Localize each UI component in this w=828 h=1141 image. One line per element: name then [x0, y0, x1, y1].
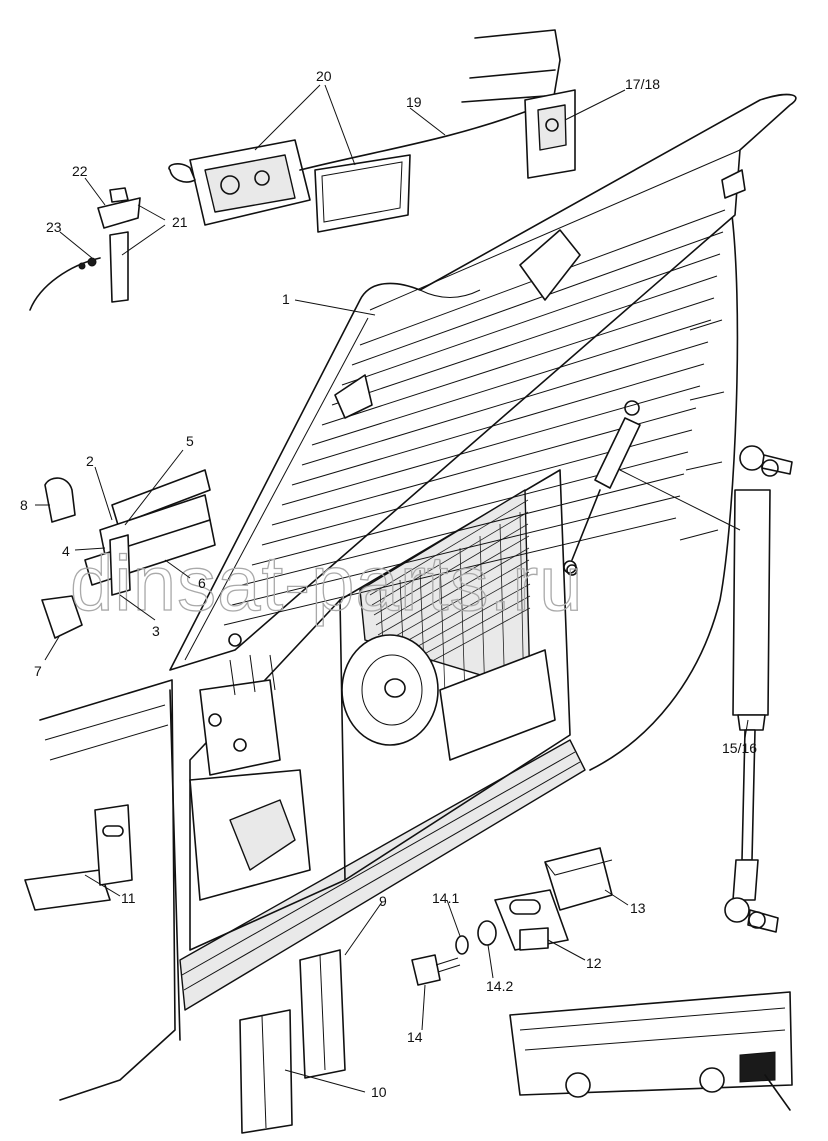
- callout-8: 8: [20, 497, 28, 513]
- callout-12: 12: [586, 955, 602, 971]
- callout-20: 20: [316, 68, 332, 84]
- release-cable: [299, 89, 576, 179]
- callout-labels: 1 2 3 4 5 6 7 8 9 10 11 12 13 14 14.1 14…: [20, 68, 757, 1100]
- callout-14-2: 14.2: [486, 978, 513, 994]
- callout-23: 23: [46, 219, 62, 235]
- cable-switch: [29, 187, 141, 311]
- callout-4: 4: [62, 543, 70, 559]
- bus-rear-body: [39, 29, 739, 1101]
- bus-overview-thumbnail: [509, 991, 793, 1111]
- radiator-mesh: [369, 499, 531, 703]
- callout-13: 13: [630, 900, 646, 916]
- leader-lines: [35, 84, 749, 1093]
- hinge-assembly: [41, 469, 216, 639]
- callout-14-1: 14.1: [432, 890, 459, 906]
- callout-5: 5: [186, 433, 194, 449]
- gas-strut-exploded: [724, 445, 793, 933]
- callout-22: 22: [72, 163, 88, 179]
- callout-10: 10: [371, 1084, 387, 1100]
- lock-mechanism: [168, 139, 411, 233]
- flap-louvres: [223, 209, 726, 626]
- callout-15-16: 15/16: [722, 740, 757, 756]
- callout-2: 2: [86, 453, 94, 469]
- callout-14: 14: [407, 1029, 423, 1045]
- callout-3: 3: [152, 623, 160, 639]
- callout-17-18: 17/18: [625, 76, 660, 92]
- callout-1: 1: [282, 291, 290, 307]
- callout-19: 19: [406, 94, 422, 110]
- bracket: [24, 804, 133, 911]
- service-flap: [169, 93, 797, 671]
- seal-profiles: [239, 949, 346, 1134]
- callout-11: 11: [121, 890, 136, 906]
- callout-21: 21: [172, 214, 188, 230]
- fastener-parts: [411, 847, 613, 986]
- gas-strut-installed: [563, 400, 641, 574]
- callout-9: 9: [379, 893, 387, 909]
- callout-6: 6: [198, 575, 206, 591]
- watermark: dinsat-parts.ru: [70, 539, 584, 627]
- callout-7: 7: [34, 663, 42, 679]
